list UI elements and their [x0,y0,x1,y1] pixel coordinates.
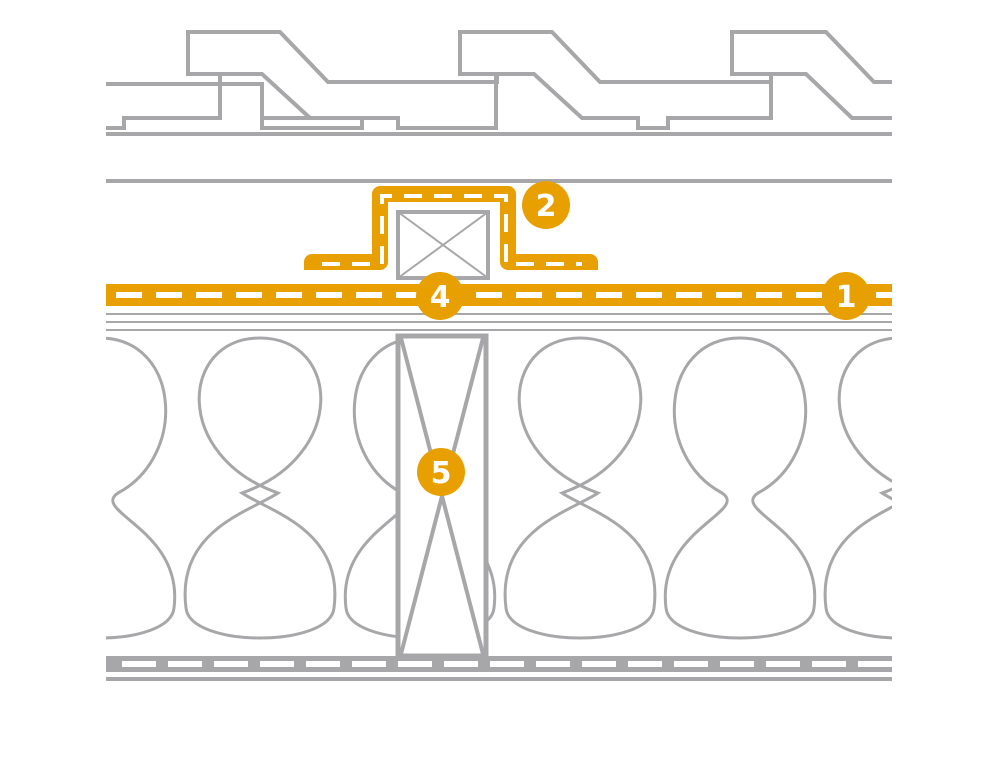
callout-label: 5 [431,456,452,491]
callout-5: 5 [417,448,465,496]
insulation-blob [503,336,657,640]
roof-tile [106,30,892,130]
inner-vapour-layer [106,656,892,681]
callout-circle [416,272,464,320]
insulation-blob [106,337,177,640]
callout-circle [522,181,570,229]
wrap-membrane-dash [322,194,582,266]
insulation-blob [183,336,337,640]
roof-battens [106,132,892,183]
callout-circle [822,272,870,320]
callout-4: 4 [416,272,464,320]
callout-label: 4 [430,280,451,315]
counter-batten-wrapped [304,186,598,280]
insulation-blob [823,337,892,640]
rafter-cross [399,337,485,655]
insulation-blob [663,336,817,640]
counter-batten-cross [397,211,489,279]
insulation [106,336,892,640]
callout-1: 1 [822,272,870,320]
roof-tiles [106,30,892,130]
callout-label: 1 [836,280,857,315]
rafter [395,333,489,659]
callout-circle [417,448,465,496]
deck-lines [106,313,892,331]
callout-label: 2 [536,189,557,224]
callout-2: 2 [522,181,570,229]
roof-tile-underside [106,72,892,130]
membrane [106,284,892,306]
